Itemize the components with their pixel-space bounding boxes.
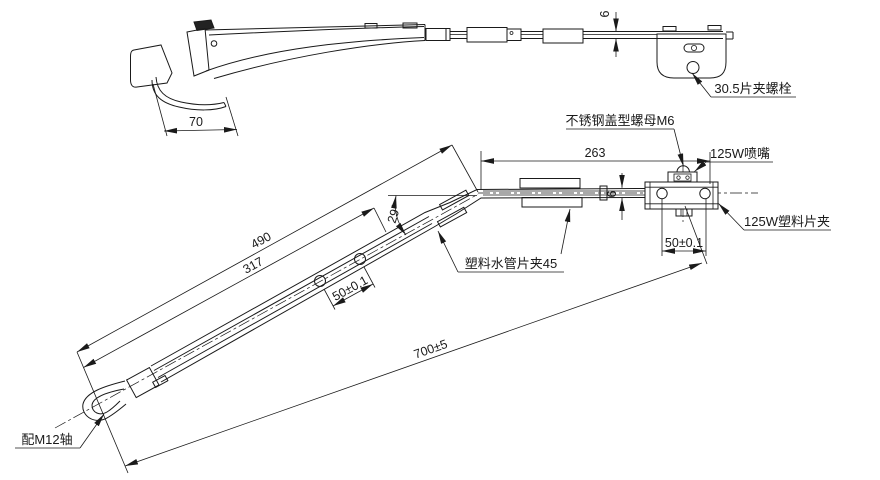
arm2-top-inner (153, 216, 430, 371)
arm-bottom-edge-a (205, 37, 425, 72)
hook-inner (91, 388, 125, 415)
label-clip-bolt-text: 30.5片夹螺栓 (714, 81, 791, 96)
label-shaft: 配M12轴 (15, 413, 105, 449)
pivot-head (186, 27, 210, 77)
bottom-view: 263 490 317 700±5 50±0.1 (15, 113, 831, 474)
dim-6-side-text: 6 (605, 190, 619, 197)
clip-hole-left (656, 187, 668, 200)
dim-6-top: 6 (598, 10, 619, 57)
dim-700: 700±5 (124, 205, 708, 467)
arm-top-edge (204, 24, 426, 31)
tab-3 (662, 26, 677, 32)
tab-2 (402, 22, 418, 29)
pipe-clip-upper-horizontal (519, 178, 581, 189)
dim-6-side: 6 (605, 173, 625, 220)
label-nozzle: 125W喷嘴 (694, 146, 773, 172)
dim-29: 29° (385, 195, 477, 236)
rod-sleeve-1 (466, 27, 508, 43)
label-plastic-clip: 125W塑料片夹 (718, 203, 831, 231)
hook-inner-curve (155, 76, 225, 106)
dim-50-right-text: 50±0.1 (665, 236, 703, 250)
nozzle-block (667, 171, 698, 183)
hook-end-cap (223, 102, 227, 107)
hook-outer-curve (151, 79, 227, 111)
pipe-clip-lower-horizontal (521, 197, 583, 208)
rod-end-stub (726, 31, 734, 40)
label-clip-bolt: 30.5片夹螺栓 (691, 72, 796, 98)
rod-joint (599, 185, 608, 201)
label-plastic-clip-text: 125W塑料片夹 (744, 214, 830, 229)
label-pipe-clip-text: 塑料水管片夹45 (465, 256, 557, 271)
dim-700-text: 700±5 (412, 337, 449, 362)
label-cap-nut-text: 不锈钢盖型螺母M6 (565, 113, 674, 128)
pivot-cap (193, 19, 215, 32)
dim-70: 70 (152, 83, 239, 137)
clip-hole-right (699, 187, 711, 200)
hook-collar (125, 366, 160, 399)
arm-inner-edge (208, 26, 425, 36)
arm-bottom-edge-b (213, 40, 426, 79)
nozzle-jet-1 (676, 175, 681, 180)
blade-slot-pin (691, 45, 698, 52)
pivot-hole (210, 40, 218, 47)
top-view: 70 6 30.5片夹螺栓 (130, 10, 796, 137)
hook-outer (82, 380, 127, 421)
dim-263-text: 263 (585, 146, 606, 160)
arm2-bottom-inner (157, 223, 433, 378)
dim-29-text: 29° (385, 203, 404, 225)
label-pipe-clip: 塑料水管片夹45 (437, 208, 571, 273)
dim-490: 490 (76, 144, 479, 474)
dim-50-right: 50±0.1 (661, 199, 707, 256)
label-shaft-text: 配M12轴 (21, 432, 72, 447)
dim-317-text: 317 (241, 254, 266, 276)
tab-4 (707, 25, 722, 31)
dim-263: 263 (480, 146, 711, 190)
dim-490-text: 490 (249, 229, 274, 251)
blade-clip-block (656, 33, 727, 79)
blade-bolt-hole (686, 61, 700, 74)
lower-nut (675, 208, 693, 217)
rod-sleeve-2 (542, 28, 584, 44)
rod-clip (506, 28, 522, 41)
label-nozzle-text: 125W喷嘴 (710, 146, 770, 161)
blade-slot (683, 43, 705, 53)
nozzle-jet-2 (685, 175, 690, 180)
dim-50-left: 50±0.1 (323, 266, 376, 310)
dim-70-text: 70 (189, 115, 203, 129)
plastic-clip-block (644, 181, 719, 210)
label-cap-nut: 不锈钢盖型螺母M6 (565, 113, 684, 167)
hook-cover-block (130, 44, 173, 88)
dim-6-top-text: 6 (598, 10, 612, 17)
tab-1 (364, 23, 378, 29)
